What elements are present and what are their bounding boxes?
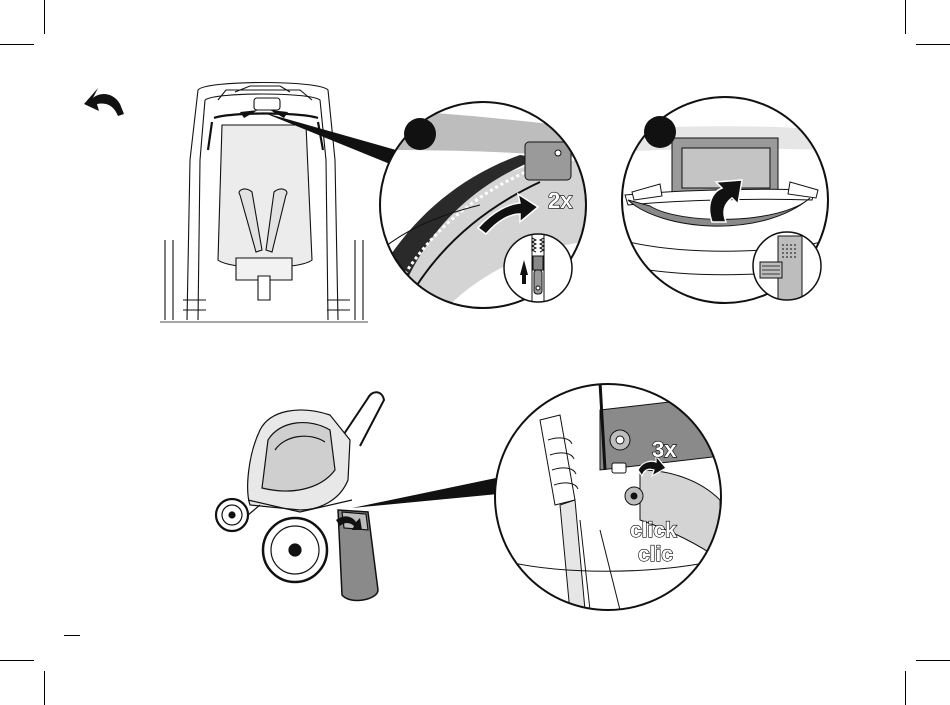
callout-leader [352,478,498,508]
stroller-side-view [216,392,384,600]
click-sound-label: click [630,519,677,543]
clic-sound-label: clic [638,543,673,567]
repeat-count-label: 2x [548,188,572,214]
repeat-count-label: 3x [652,437,676,463]
back-arrow-icon [84,88,124,116]
step-number-badge [404,118,436,150]
callout-clip-detail [490,380,730,620]
stroller-seat-front-view [160,83,368,323]
step-number-badge [644,116,676,148]
